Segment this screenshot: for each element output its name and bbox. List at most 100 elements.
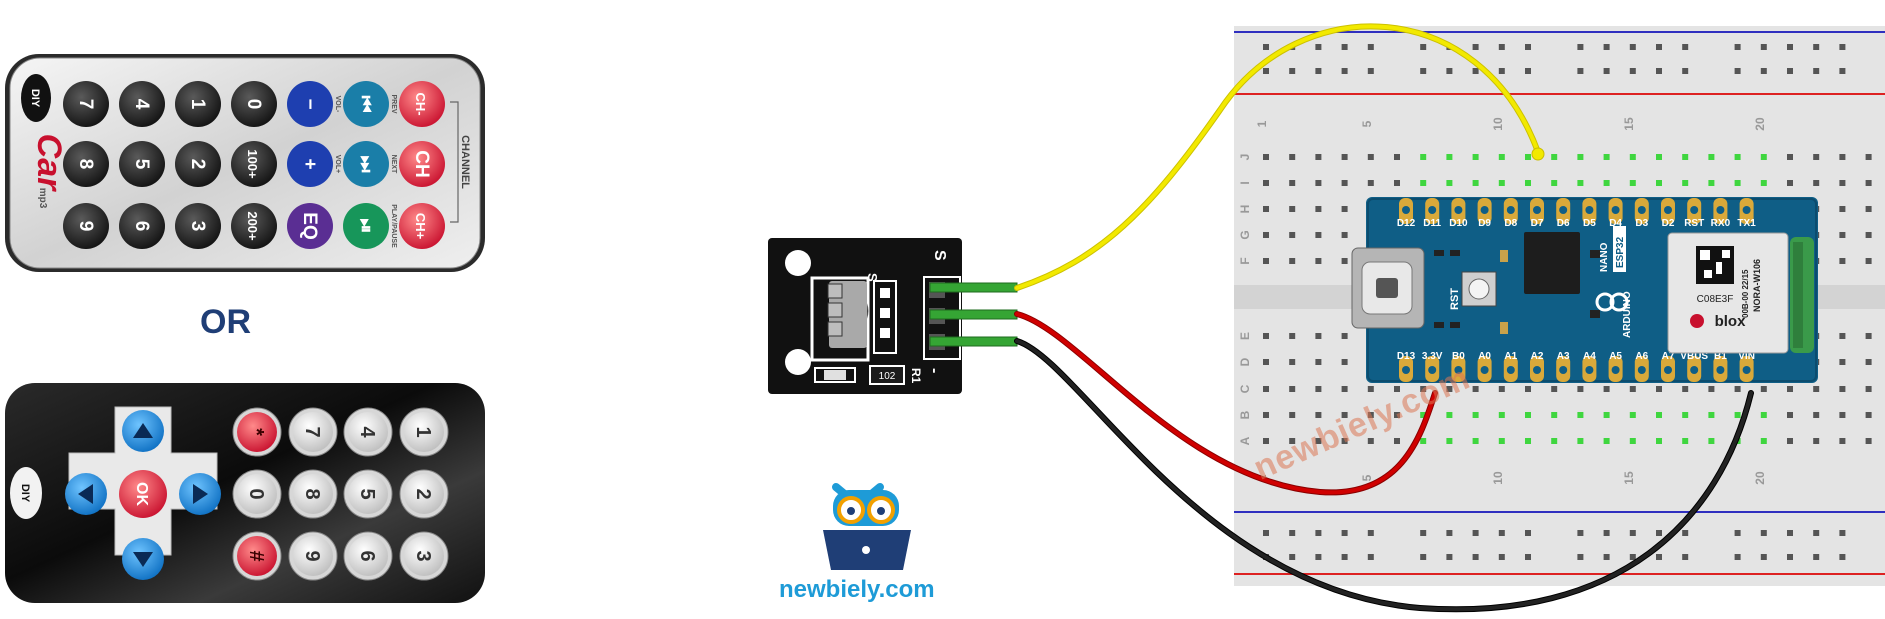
module-name-label: NORA-W106 [1752,259,1762,312]
remote-top-side-label: VOL- [334,96,341,113]
remote-top-key-label: 100+ [245,149,260,179]
bb-col-number: 5 [1360,474,1374,481]
rail-hole [1787,44,1793,50]
remote-top-key[interactable] [287,203,333,249]
remote-bottom-key[interactable] [404,412,444,452]
bb-col-number: 10 [1491,117,1505,131]
nano-top-pin-label: D8 [1504,218,1517,229]
diy-logo: DIY [21,74,51,122]
nano-bottom-pin-label: A4 [1583,351,1596,362]
remote-bottom-key[interactable] [348,474,388,514]
remote-top-key[interactable] [231,203,277,249]
signal-pin-label: S [931,250,948,261]
rail-hole [1734,530,1741,536]
remote-top-key[interactable] [399,81,445,127]
bb-hole [1263,412,1269,418]
bb-hole [1341,386,1348,392]
bb-row-letter: E [1238,332,1252,340]
remote-top-key[interactable] [231,141,277,187]
bb-hole [1315,154,1322,160]
nano-top-pin-label: RX0 [1711,218,1731,229]
bb-hole [1394,438,1400,444]
remote-top-key[interactable] [119,81,165,127]
bb-hole [1525,386,1531,392]
rail-hole [1577,68,1584,74]
bb-hole [1446,386,1453,392]
remote-top-key[interactable] [343,81,389,127]
remote-top-key-label: 2 [187,159,208,170]
mounting-hole-bottom [785,349,811,375]
remote-top-key[interactable] [343,141,389,187]
bb-hole [1839,412,1846,418]
remote-top-key[interactable] [119,203,165,249]
bb-hole [1682,154,1689,160]
remote-bottom-key[interactable] [348,412,388,452]
bb-row-letter: G [1238,230,1252,239]
rail-hole [1760,44,1767,50]
bb-hole [1394,386,1400,392]
bb-hole [1315,359,1322,365]
remote-top-key[interactable] [175,203,221,249]
bb-row-letter: D [1238,357,1252,366]
rail-hole [1367,44,1374,50]
rail-hole [1263,530,1269,536]
owl-mascot-icon [823,483,911,570]
nano-bottom-pin-label: A1 [1504,351,1517,362]
bb-col-number: 15 [1622,117,1636,131]
nano-bottom-pin-label: B1 [1714,351,1727,362]
bb-hole [1263,206,1269,212]
remote-top-key-label: − [299,98,320,109]
bb-hole [1839,438,1846,444]
bb-hole [1315,438,1322,444]
bb-hole [1341,438,1348,444]
bb-hole [1289,359,1296,365]
bb-hole [1289,232,1296,238]
rail-hole [1341,44,1348,50]
remote-bottom-key[interactable] [237,536,277,576]
remote-bottom-key-label: 6 [356,550,378,561]
remote-top-key[interactable] [63,81,109,127]
remote-top-key[interactable] [119,141,165,187]
remote-top-key[interactable] [343,203,389,249]
bb-hole [1865,438,1872,444]
remote-top-key[interactable] [63,141,109,187]
remote-bottom-key[interactable] [293,412,333,452]
nano-label: NANO [1599,242,1610,272]
bb-hole [1629,438,1636,444]
remote-bottom-key[interactable] [293,536,333,576]
remote-top-key[interactable] [63,203,109,249]
bb-hole [1760,180,1767,186]
remote-bottom-key-label: 4 [356,426,378,438]
rail-hole [1839,68,1846,74]
bb-hole [1289,333,1296,339]
remote-bottom-key[interactable] [348,536,388,576]
remote-bottom-key[interactable] [293,474,333,514]
remote-top-key[interactable] [399,141,445,187]
remote-bottom-key[interactable] [237,412,277,452]
nano-top-pin-label: D9 [1478,218,1491,229]
bb-hole [1629,154,1636,160]
remote-top-key[interactable] [287,81,333,127]
ok-key[interactable] [119,470,167,518]
remote-top-key-label: CH+ [413,213,428,240]
rail-hole [1682,554,1689,560]
remote-top-key[interactable] [287,141,333,187]
bb-hole [1760,154,1767,160]
rail-hole [1472,44,1479,50]
bb-hole [1656,180,1662,186]
bb-hole [1629,386,1636,392]
remote-top-key[interactable] [175,81,221,127]
wire-vcc [1015,312,1437,495]
remote-top-key[interactable] [231,81,277,127]
bb-hole [1525,180,1531,186]
remote-bottom-key[interactable] [404,536,444,576]
rail-hole [1446,530,1453,536]
remote-top-key[interactable] [175,141,221,187]
remote-bottom-key[interactable] [404,474,444,514]
bb-col-number: 20 [1753,117,1767,131]
rail-hole [1525,530,1531,536]
remote-bottom-key[interactable] [237,474,277,514]
rail-hole [1629,530,1636,536]
remote-top-key[interactable] [399,203,445,249]
